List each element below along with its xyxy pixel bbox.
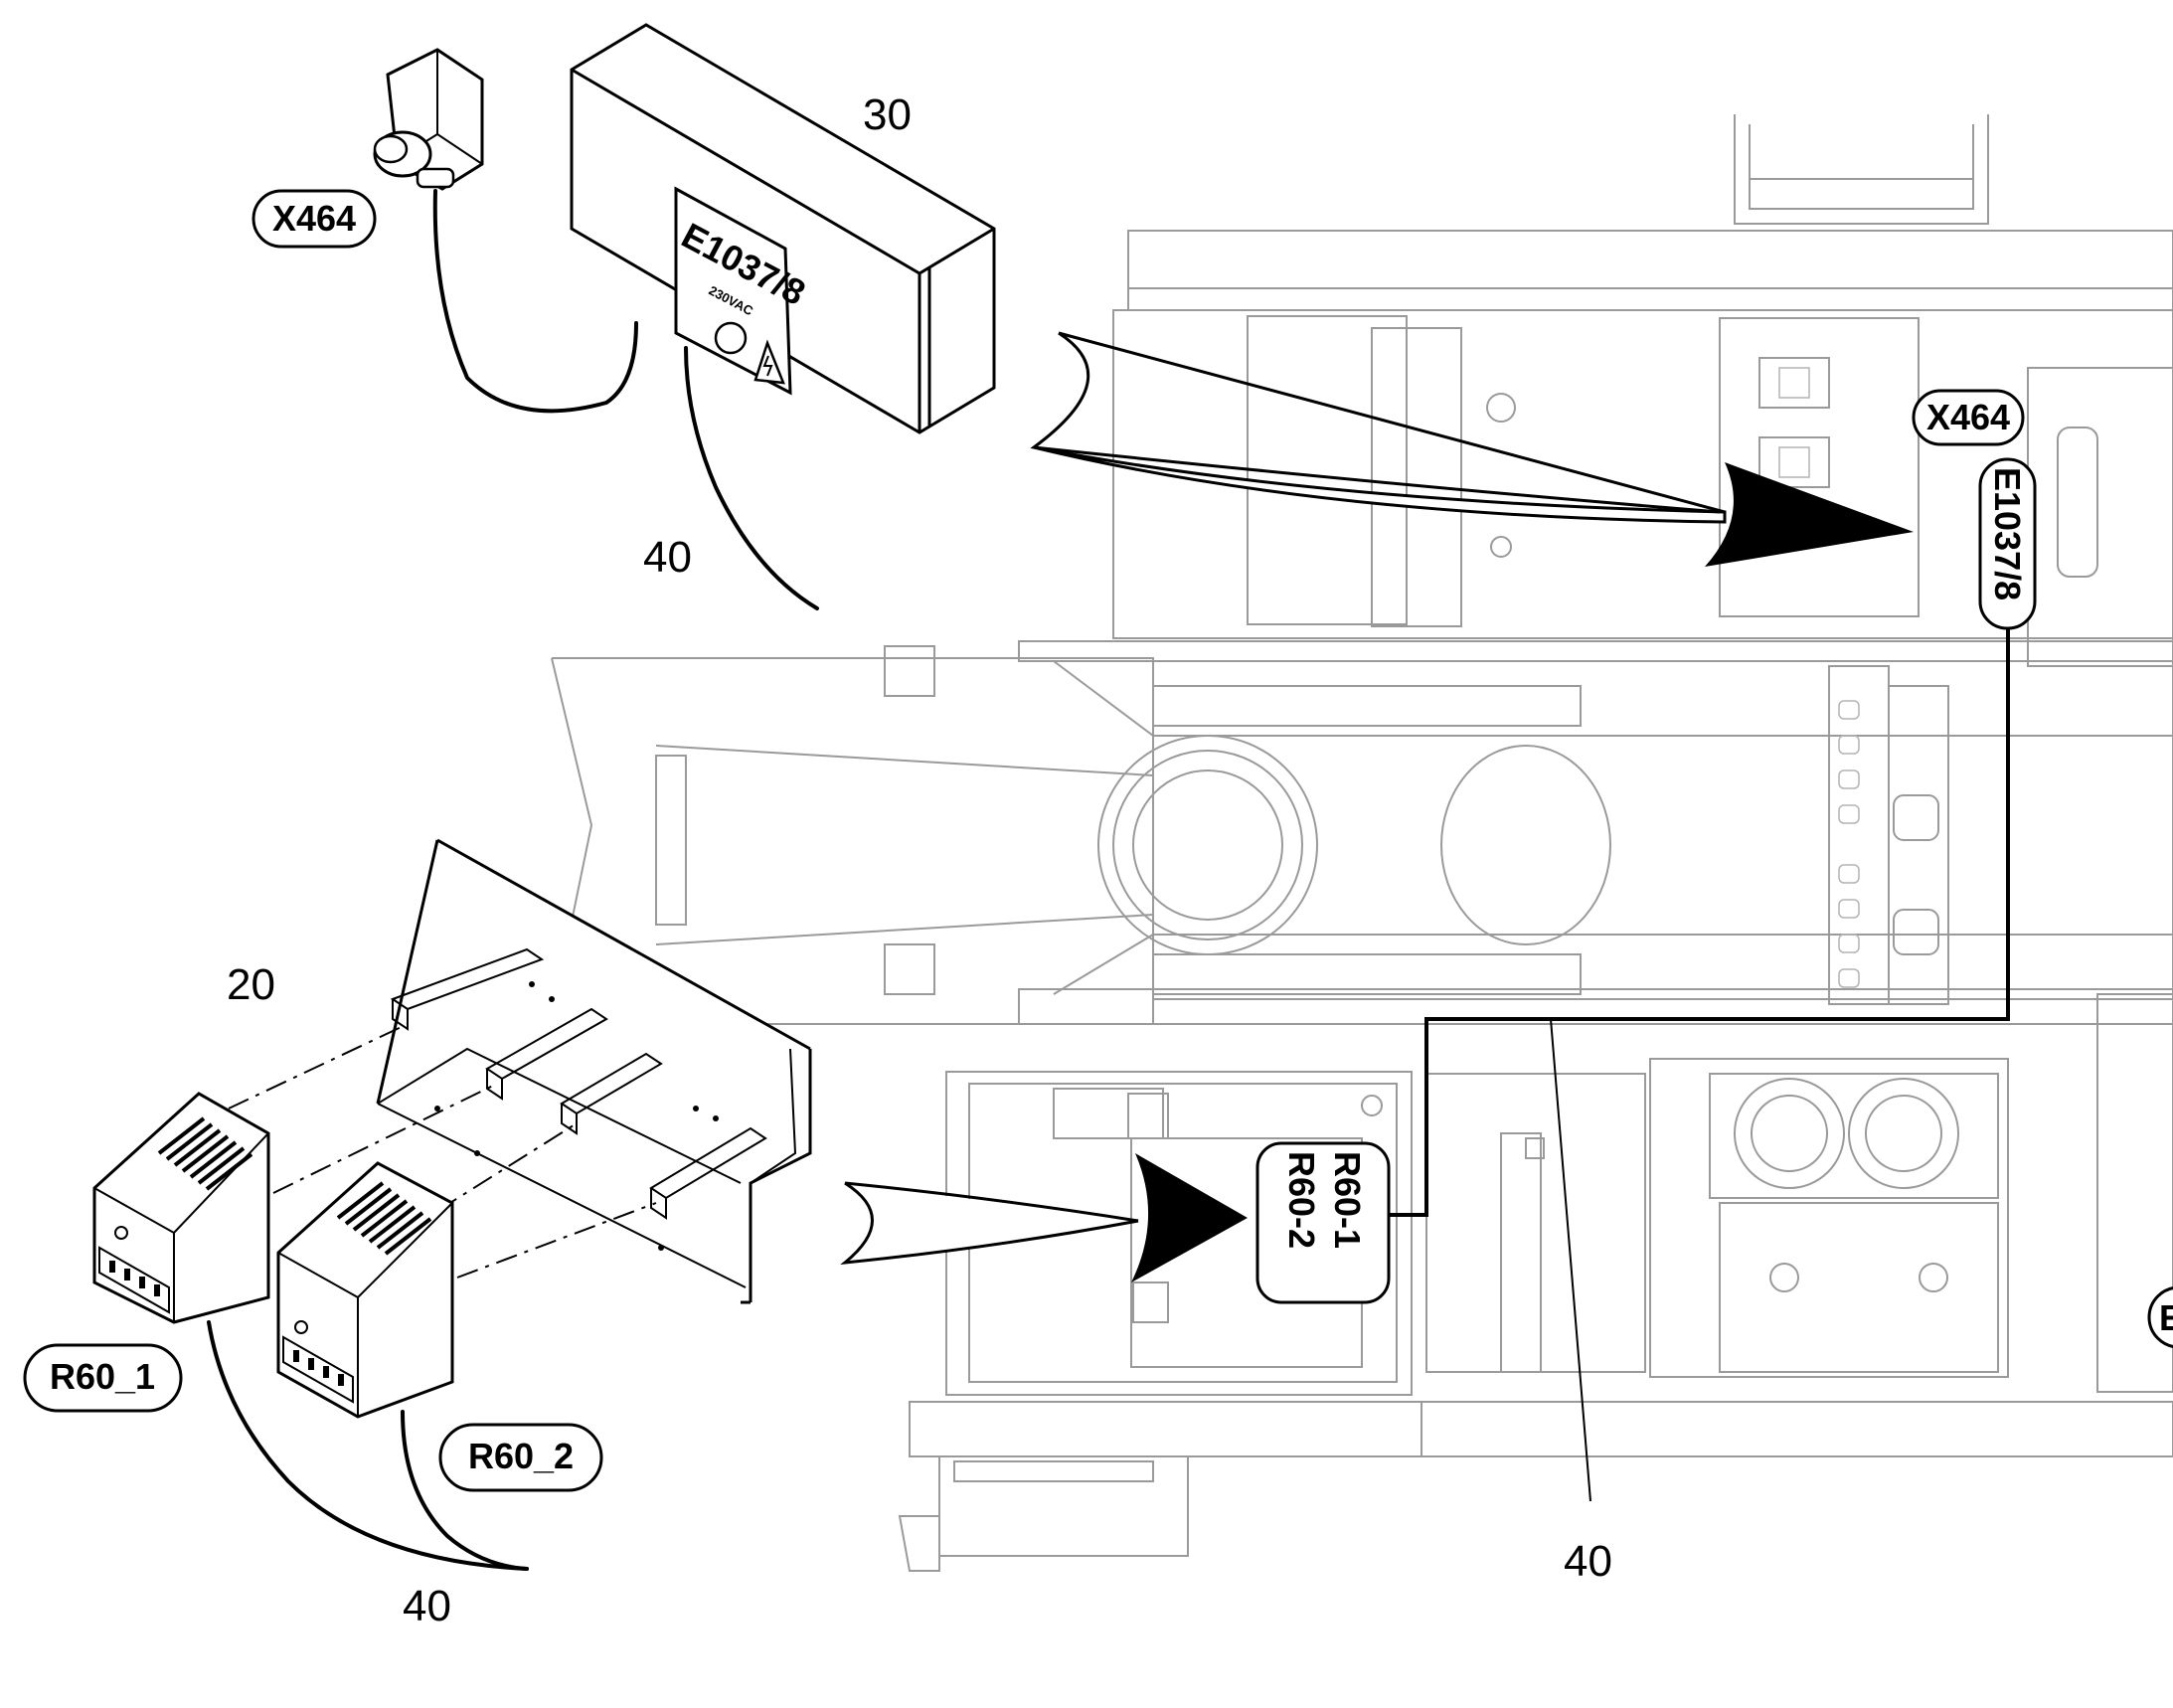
svg-text:X464: X464 [272,198,356,239]
label-x464-top: X464 [251,189,377,249]
mounting-guide-lines [228,1023,657,1279]
heater-r60-2 [276,1161,454,1419]
plug-connector [373,48,484,191]
cable-plug-to-box [432,189,638,414]
callout-30: 30 [863,90,912,139]
svg-text:R60_2: R60_2 [468,1436,574,1476]
label-r60-2: R60_2 [438,1423,603,1492]
callout-40-main: 40 [1564,1537,1612,1586]
svg-text:R60-2: R60-2 [1281,1151,1322,1249]
svg-text:E: E [2159,1297,2173,1338]
svg-text:X464: X464 [1926,397,2010,437]
label-x464-machine: X464 [1912,389,2025,446]
label-r60-machine: R60-1 R60-2 [1255,1141,1391,1304]
label-edge-cut: E [2147,1286,2173,1348]
cable-box-out [684,346,819,610]
label-e1037-machine: E1037/8 [1978,457,2037,630]
indicator-lamp-icon [714,321,748,355]
callout-40-bottom: 40 [403,1582,451,1630]
pointer-arrow-top [1030,331,1914,567]
cable-r60-1 [207,1320,529,1571]
label-r60-1: R60_1 [23,1343,183,1413]
svg-text:E1037/8: E1037/8 [1987,467,2028,600]
pointer-arrow-bottom [840,1153,1248,1282]
callout-20: 20 [227,960,275,1009]
heater-r60-1 [92,1092,270,1324]
callout-40-top: 40 [643,533,692,582]
svg-text:R60_1: R60_1 [50,1356,155,1397]
cable-r60-2 [401,1410,529,1571]
cable-route-main [1385,619,2010,1502]
heater-mounting-rack [376,838,812,1304]
high-voltage-warning-icon [753,339,785,385]
machine-frame-ghost [551,114,2173,1572]
svg-text:R60-1: R60-1 [1327,1151,1368,1249]
heater-control-box: E1037/8 230VAC [570,23,996,434]
